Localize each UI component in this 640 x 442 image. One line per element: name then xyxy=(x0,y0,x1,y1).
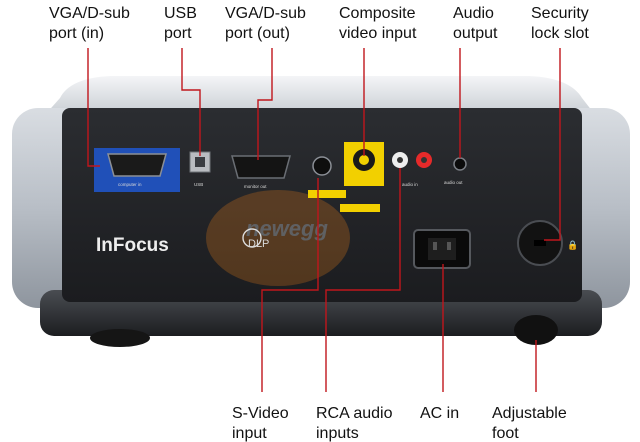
callout-svideo: S-Video input xyxy=(232,405,293,442)
vga-out-port: monitor out xyxy=(231,155,291,189)
rca-right-center xyxy=(421,157,427,163)
callout-vga-in-line1: VGA/D-sub xyxy=(49,5,130,22)
callout-audio-out-line2: output xyxy=(453,25,498,42)
callout-ac-in-line1: AC in xyxy=(420,405,459,422)
callout-svideo-line1: S-Video xyxy=(232,405,289,422)
callout-rca-audio-line2: inputs xyxy=(316,425,359,442)
audio-out-label: audio out xyxy=(444,180,463,185)
brand-logo: InFocus xyxy=(96,235,169,256)
callout-foot-line2: foot xyxy=(492,425,519,442)
dlp-logo: DLP xyxy=(242,228,269,250)
vga-in-port: computer in xyxy=(94,148,180,192)
callouts-top: VGA/D-sub port (in) USB port VGA/D-sub p… xyxy=(49,5,593,42)
callout-security-line1: Security xyxy=(531,5,589,22)
callout-vga-in: VGA/D-sub port (in) xyxy=(49,5,134,42)
ac-pin-2 xyxy=(447,242,451,250)
ac-inlet xyxy=(413,229,471,269)
callout-usb-line2: port xyxy=(164,25,192,42)
callout-composite-line2: video input xyxy=(339,25,417,42)
leader-vga-in xyxy=(87,48,100,167)
callout-security-line2: lock slot xyxy=(531,25,589,42)
security-slot-hole xyxy=(534,240,546,246)
leader-svideo xyxy=(261,178,319,392)
callout-foot: Adjustable foot xyxy=(492,405,571,442)
callout-composite: Composite video input xyxy=(339,5,420,42)
rca-audio-ports: audio in xyxy=(392,152,432,187)
audio-in-label: audio in xyxy=(402,182,418,187)
watermark-logo xyxy=(206,190,350,286)
callout-vga-out: VGA/D-sub port (out) xyxy=(225,5,310,42)
watermark: newegg xyxy=(206,190,350,286)
callout-svideo-line2: input xyxy=(232,425,267,442)
callouts-bottom: S-Video input RCA audio inputs AC in Adj… xyxy=(232,405,571,442)
ac-inlet-socket xyxy=(428,238,456,260)
callout-composite-line1: Composite xyxy=(339,5,416,22)
usb-socket xyxy=(195,157,205,167)
callout-ac-in: AC in xyxy=(420,405,459,422)
monitor-out-label: monitor out xyxy=(244,184,267,189)
lock-icon: 🔒 xyxy=(567,240,578,250)
vga-out-connector xyxy=(231,155,291,179)
callout-rca-audio-line1: RCA audio xyxy=(316,405,393,422)
svideo-connector xyxy=(312,156,332,176)
callout-rca-audio: RCA audio inputs xyxy=(316,405,397,442)
callout-foot-line1: Adjustable xyxy=(492,405,567,422)
computer-in-label: computer in xyxy=(118,182,142,187)
leader-rca xyxy=(325,168,401,392)
watermark-text: newegg xyxy=(246,216,328,241)
callout-usb-line1: USB xyxy=(164,5,197,22)
security-slot: 🔒 xyxy=(517,220,578,266)
usb-label: USB xyxy=(194,182,203,187)
composite-center xyxy=(359,155,369,165)
video-yellow-tag xyxy=(340,204,380,212)
callout-audio-out-line1: Audio xyxy=(453,5,494,22)
callout-security: Security lock slot xyxy=(531,5,593,42)
callout-vga-out-line2: port (out) xyxy=(225,25,290,42)
leader-lines xyxy=(87,48,561,392)
ac-pin-1 xyxy=(433,242,437,250)
dlp-text: DLP xyxy=(248,238,269,250)
left-foot xyxy=(90,329,150,347)
audio-out-jack xyxy=(453,157,467,171)
leader-usb xyxy=(181,48,201,156)
callout-usb: USB port xyxy=(164,5,201,42)
callout-vga-out-line1: VGA/D-sub xyxy=(225,5,306,22)
adjustable-foot xyxy=(514,315,558,345)
dlp-ring xyxy=(242,228,262,248)
rca-left-center xyxy=(397,157,403,163)
svideo-port xyxy=(308,156,346,198)
vga-in-connector xyxy=(107,153,167,177)
svideo-yellow-tag xyxy=(308,190,346,198)
callout-audio-out: Audio output xyxy=(453,5,498,42)
callout-vga-in-line2: port (in) xyxy=(49,25,104,42)
leader-security xyxy=(544,48,561,241)
leader-vga-out xyxy=(257,48,273,160)
